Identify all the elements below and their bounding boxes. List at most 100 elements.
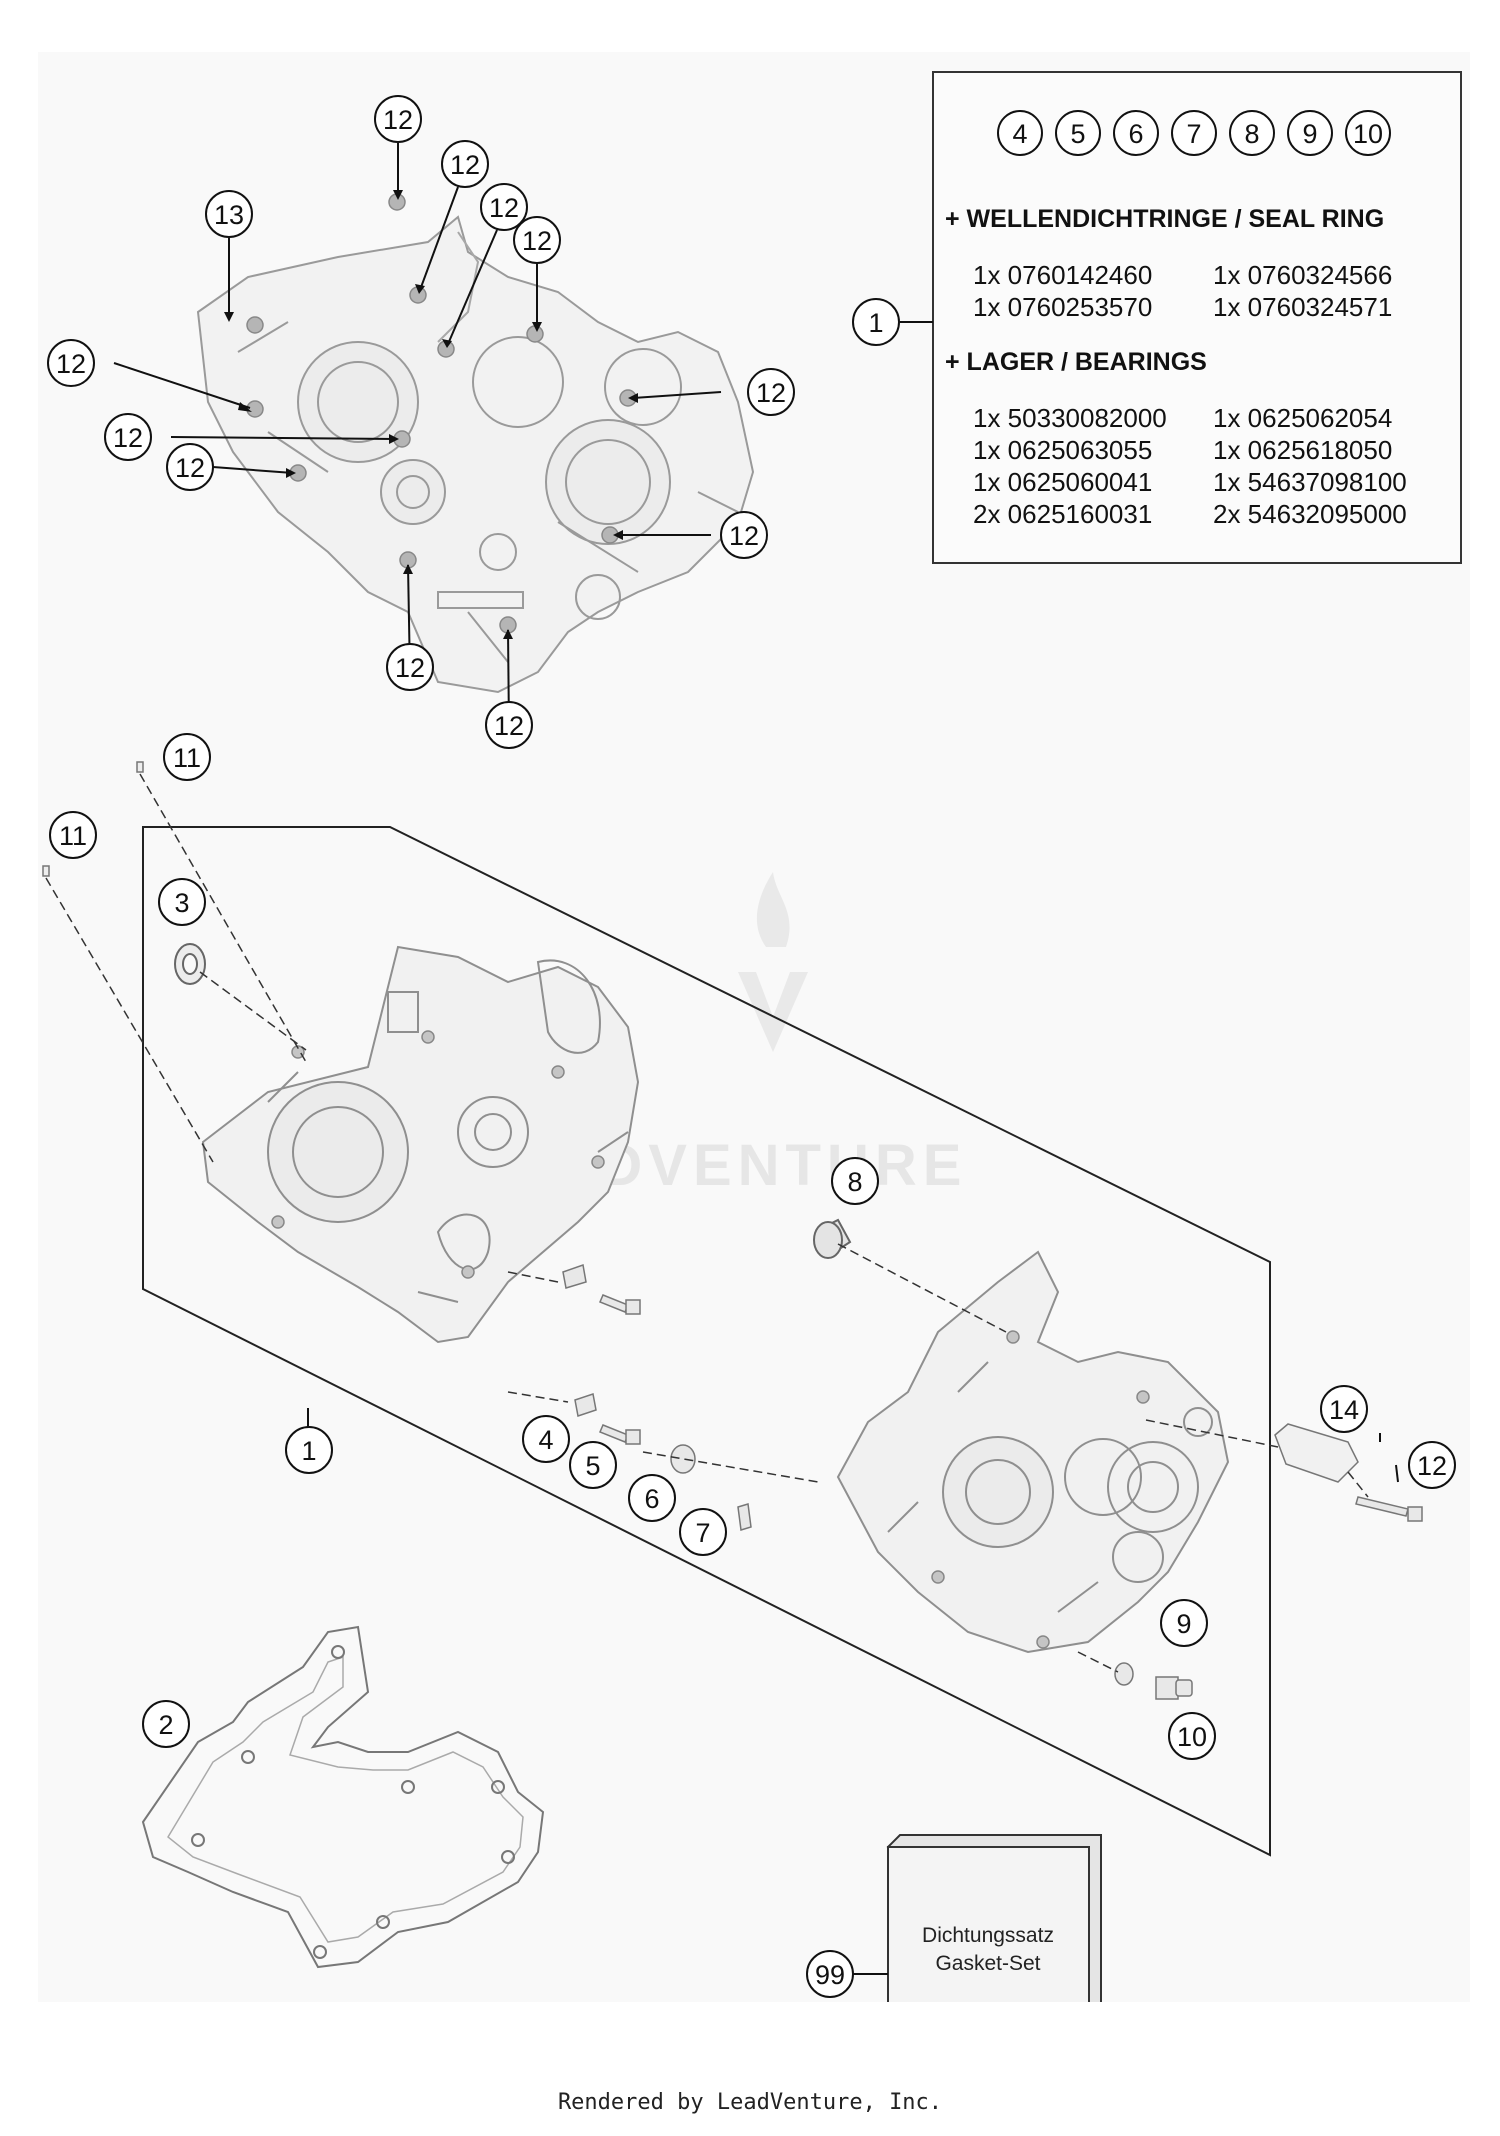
svg-text:10: 10 bbox=[1353, 119, 1383, 149]
callout-12-b[interactable]: 12 bbox=[441, 140, 489, 188]
callout-5[interactable]: 5 bbox=[569, 1441, 617, 1489]
callout-2[interactable]: 2 bbox=[142, 1700, 190, 1748]
svg-text:10: 10 bbox=[1177, 1722, 1207, 1752]
drain-plug-10 bbox=[1155, 1676, 1193, 1700]
dowel-pin-11-b bbox=[42, 865, 50, 877]
top-leader-lines bbox=[113, 143, 722, 731]
info-box-item-7[interactable]: 7 bbox=[1171, 110, 1217, 156]
svg-text:6: 6 bbox=[644, 1484, 659, 1514]
callout-12-right2[interactable]: 12 bbox=[720, 511, 768, 559]
svg-text:4: 4 bbox=[1012, 119, 1027, 149]
bearing-row-4-col-1: 2x 0625160031 bbox=[973, 499, 1152, 529]
callout-10-lower[interactable]: 10 bbox=[1168, 1712, 1216, 1760]
watermark-logo bbox=[738, 872, 808, 1052]
info-box-item-8[interactable]: 8 bbox=[1229, 110, 1275, 156]
callout-99[interactable]: 99 bbox=[806, 1950, 854, 1998]
svg-text:5: 5 bbox=[585, 1451, 600, 1481]
bearing-row-3-col-1: 1x 0625060041 bbox=[973, 467, 1152, 497]
left-crankcase-drawing bbox=[201, 945, 640, 1344]
svg-text:12: 12 bbox=[489, 193, 519, 223]
callout-12-bottom2[interactable]: 12 bbox=[485, 701, 533, 749]
seal-row-2-col-1: 1x 0760253570 bbox=[973, 292, 1152, 322]
bracket-14 bbox=[1274, 1423, 1359, 1483]
svg-text:13: 13 bbox=[214, 200, 244, 230]
gasket-set-line2: Gasket-Set bbox=[935, 1952, 1040, 1975]
callout-12-top[interactable]: 12 bbox=[374, 95, 422, 143]
callout-3[interactable]: 3 bbox=[158, 878, 206, 926]
svg-text:3: 3 bbox=[174, 888, 189, 918]
svg-text:11: 11 bbox=[59, 821, 87, 851]
assembly-frame bbox=[142, 826, 1271, 1857]
svg-text:5: 5 bbox=[1070, 119, 1085, 149]
svg-text:12: 12 bbox=[113, 423, 143, 453]
dowel-pin-11-a bbox=[136, 761, 144, 773]
callout-11-b[interactable]: 11 bbox=[49, 811, 97, 859]
footer-credit: Rendered by LeadVenture, Inc. bbox=[557, 2090, 943, 2115]
info-box-item-9[interactable]: 9 bbox=[1287, 110, 1333, 156]
svg-text:12: 12 bbox=[729, 521, 759, 551]
svg-text:11: 11 bbox=[173, 743, 201, 773]
svg-text:1: 1 bbox=[301, 1436, 316, 1466]
callout-14[interactable]: 14 bbox=[1320, 1385, 1368, 1433]
gasket-drawing bbox=[141, 1625, 545, 1969]
bolt-12 bbox=[1355, 1496, 1423, 1522]
clip-4 bbox=[562, 1264, 597, 1417]
callout-1-lower[interactable]: 1 bbox=[285, 1426, 333, 1474]
info-box-item-6[interactable]: 6 bbox=[1113, 110, 1159, 156]
bearing-row-2-col-2: 1x 0625618050 bbox=[1213, 435, 1392, 465]
callout-12-d[interactable]: 12 bbox=[513, 216, 561, 264]
svg-text:9: 9 bbox=[1302, 119, 1317, 149]
seal-row-1-col-2: 1x 0760324566 bbox=[1213, 260, 1392, 290]
callout-12-left3[interactable]: 12 bbox=[166, 443, 214, 491]
left-crankcase-bolts bbox=[271, 1030, 605, 1279]
svg-text:4: 4 bbox=[538, 1425, 553, 1455]
svg-text:1: 1 bbox=[868, 308, 883, 338]
svg-text:12: 12 bbox=[175, 453, 205, 483]
callout-12-left1[interactable]: 12 bbox=[47, 339, 95, 387]
svg-text:9: 9 bbox=[1176, 1609, 1191, 1639]
pin-7 bbox=[737, 1503, 752, 1531]
parts-diagram: ADVENTURE bbox=[42, 71, 1462, 2002]
bearing-row-4-col-2: 2x 54632095000 bbox=[1213, 499, 1407, 529]
diagram-area: ADVENTURE bbox=[38, 52, 1470, 2002]
callout-4[interactable]: 4 bbox=[522, 1415, 570, 1463]
svg-text:12: 12 bbox=[383, 105, 413, 135]
bearing-8 bbox=[813, 1218, 852, 1259]
svg-text:12: 12 bbox=[395, 653, 425, 683]
callout-8[interactable]: 8 bbox=[831, 1157, 879, 1205]
callout-6[interactable]: 6 bbox=[628, 1474, 676, 1522]
svg-text:7: 7 bbox=[1186, 119, 1201, 149]
bearing-row-1-col-2: 1x 0625062054 bbox=[1213, 403, 1392, 433]
callout-12-left2[interactable]: 12 bbox=[104, 413, 152, 461]
svg-text:12: 12 bbox=[56, 349, 86, 379]
svg-text:8: 8 bbox=[1244, 119, 1259, 149]
info-box-item-10[interactable]: 10 bbox=[1345, 110, 1391, 156]
lower-leader-lines bbox=[307, 1408, 1399, 1975]
info-box-callout-1[interactable]: 1 bbox=[852, 298, 900, 346]
svg-text:12: 12 bbox=[1417, 1451, 1447, 1481]
explode-dashed-lines bbox=[45, 773, 1369, 1673]
svg-text:6: 6 bbox=[1128, 119, 1143, 149]
washer-9 bbox=[1114, 1662, 1134, 1686]
callout-12-bolt[interactable]: 12 bbox=[1408, 1441, 1456, 1489]
top-crankcase-drawing bbox=[196, 215, 755, 694]
svg-text:99: 99 bbox=[815, 1960, 845, 1990]
svg-text:8: 8 bbox=[847, 1167, 862, 1197]
svg-text:14: 14 bbox=[1329, 1395, 1359, 1425]
callout-11-a[interactable]: 11 bbox=[163, 733, 211, 781]
callout-13[interactable]: 13 bbox=[205, 190, 253, 238]
callout-12-bottom1[interactable]: 12 bbox=[386, 643, 434, 691]
right-crankcase-drawing bbox=[836, 1250, 1230, 1654]
screw-5 bbox=[599, 1294, 641, 1445]
svg-text:12: 12 bbox=[450, 150, 480, 180]
bearing-heading: + LAGER / BEARINGS bbox=[945, 348, 1207, 376]
gasket-set-box bbox=[886, 1834, 1102, 2002]
callout-12-c[interactable]: 12 bbox=[480, 183, 528, 231]
info-box-item-4[interactable]: 4 bbox=[997, 110, 1043, 156]
callout-9[interactable]: 9 bbox=[1160, 1599, 1208, 1647]
bearing-row-3-col-2: 1x 54637098100 bbox=[1213, 467, 1407, 497]
callout-7[interactable]: 7 bbox=[679, 1508, 727, 1556]
svg-text:12: 12 bbox=[522, 226, 552, 256]
info-box-item-5[interactable]: 5 bbox=[1055, 110, 1101, 156]
callout-12-right1[interactable]: 12 bbox=[747, 368, 795, 416]
